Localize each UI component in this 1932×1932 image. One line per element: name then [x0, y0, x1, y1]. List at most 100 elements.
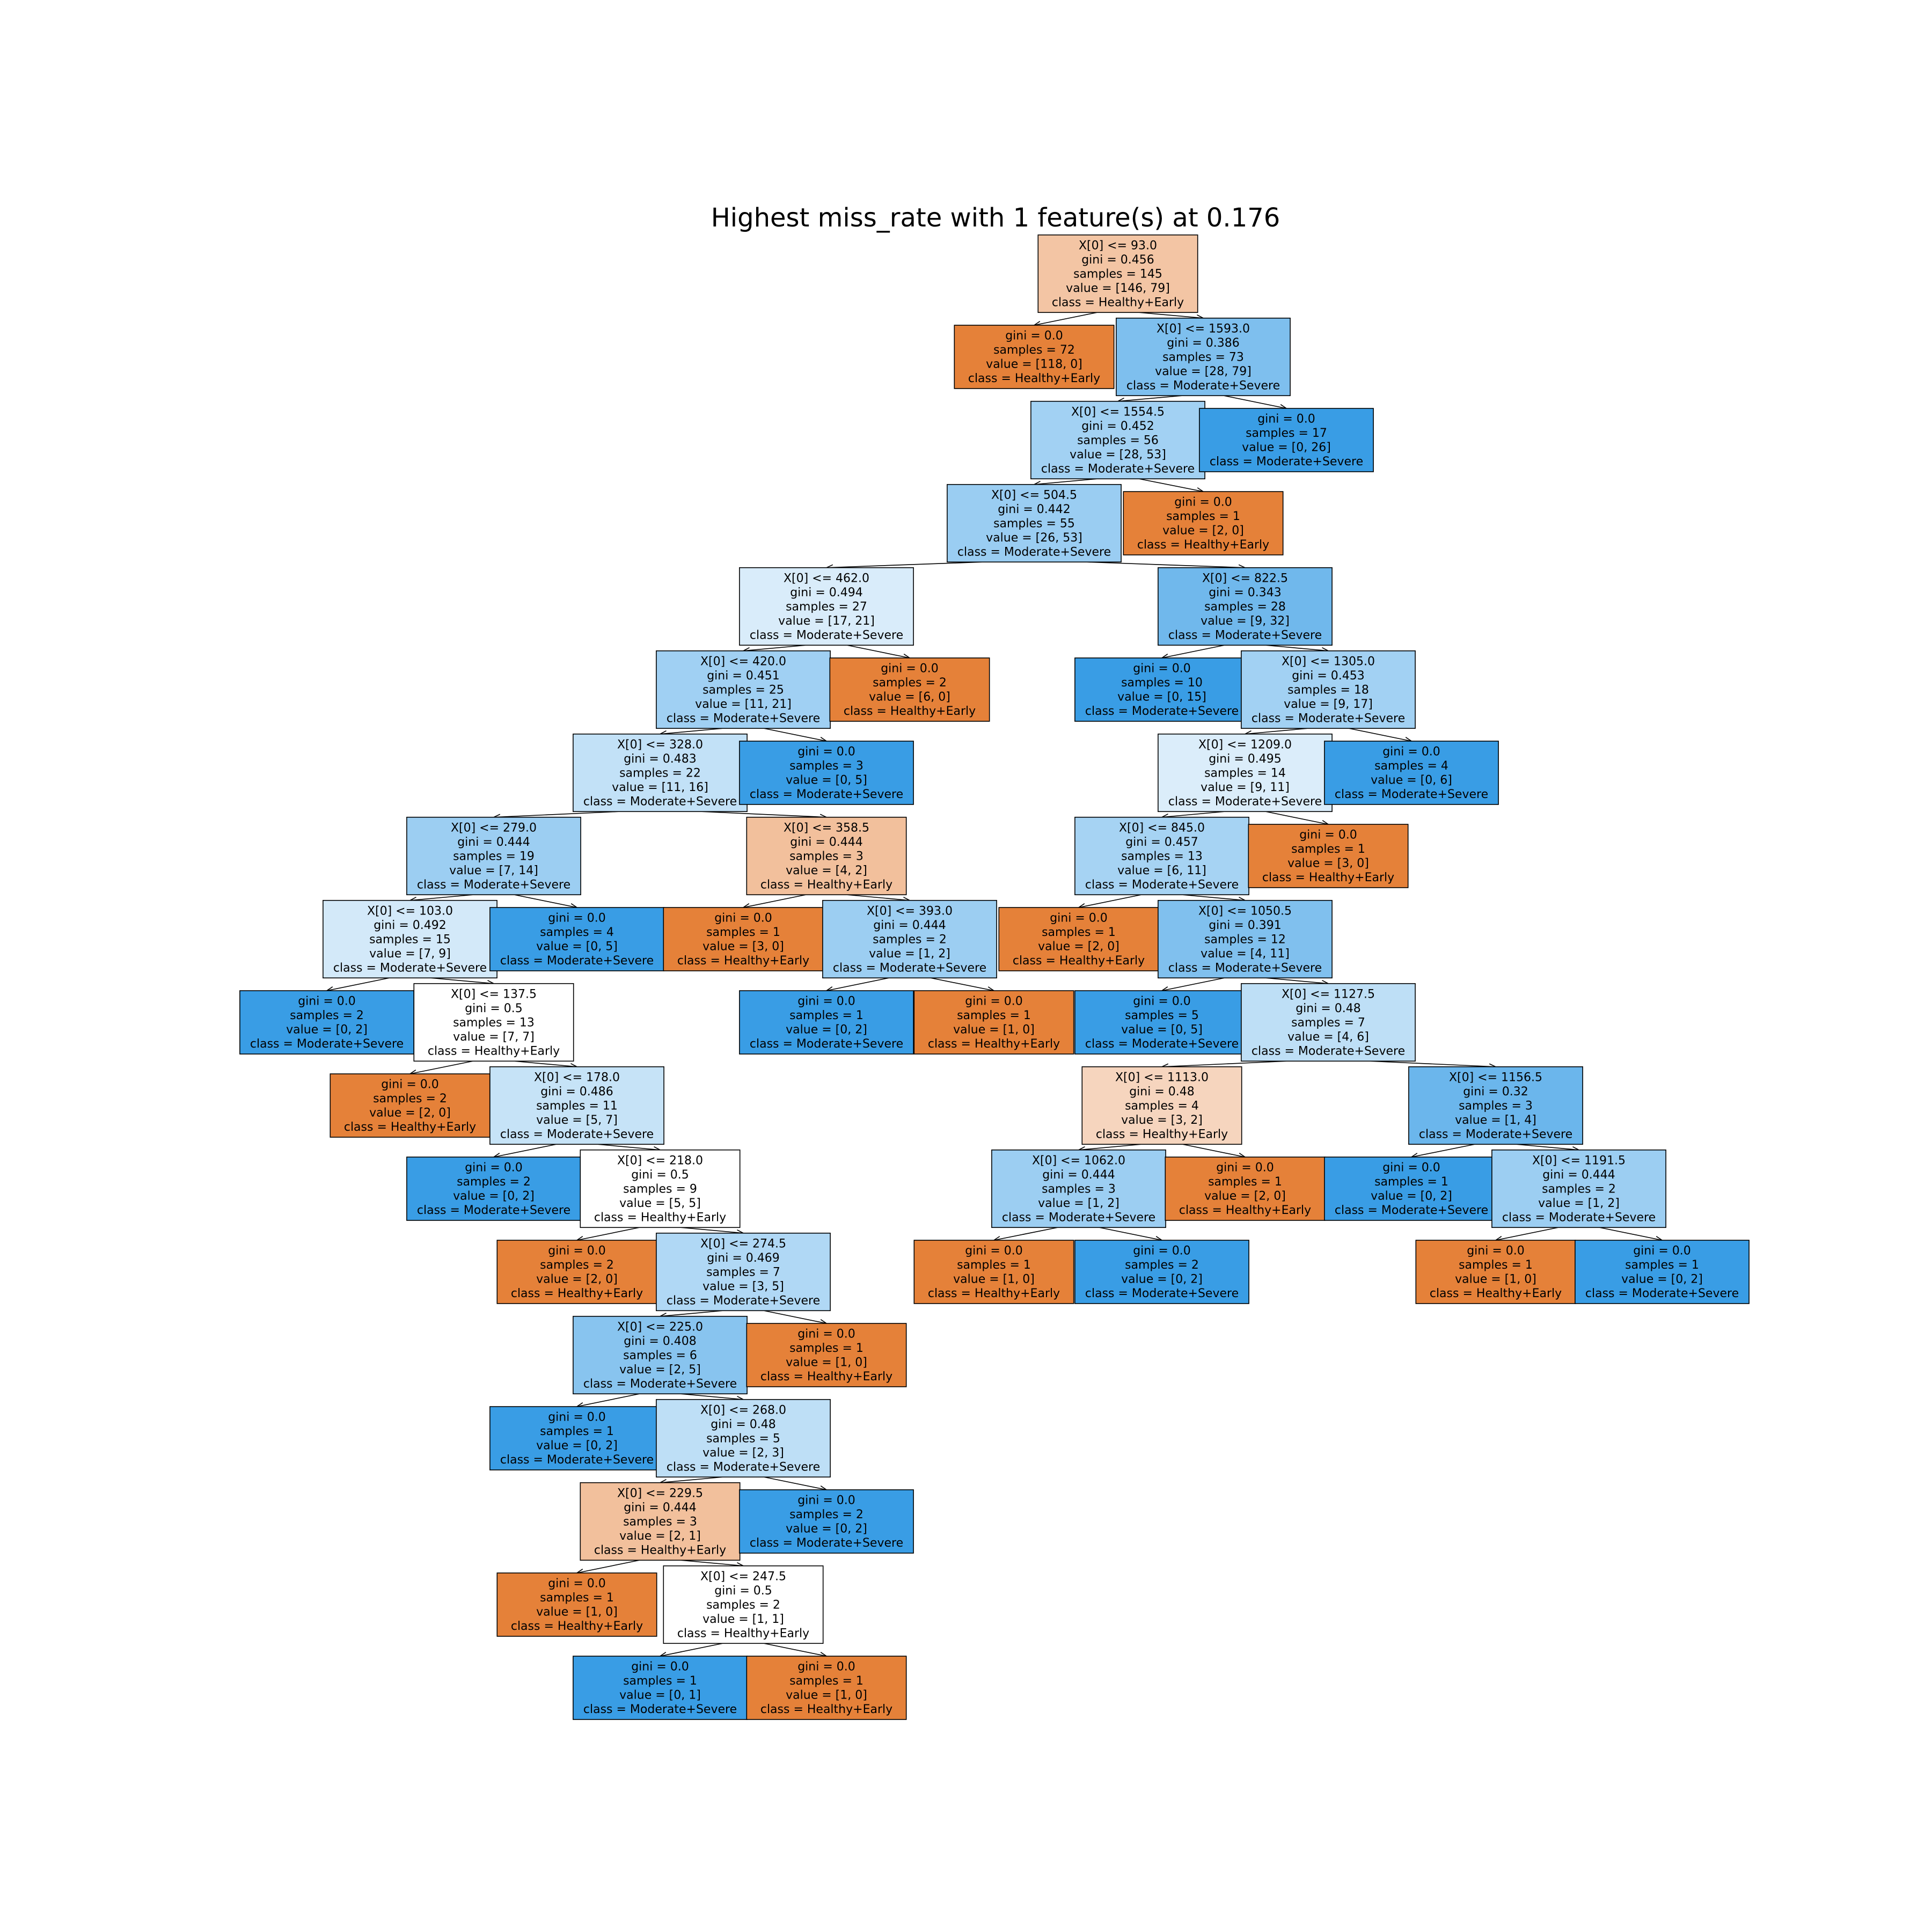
- tree-node-line: gini = 0.456: [1081, 253, 1154, 267]
- tree-node-line: samples = 2: [873, 933, 947, 946]
- tree-edge: [1161, 645, 1225, 658]
- tree-node-box: [746, 1323, 907, 1387]
- tree-edge: [576, 1393, 640, 1407]
- tree-node-line: value = [0, 2]: [1371, 1190, 1452, 1203]
- tree-node-line: class = Moderate+Severe: [750, 1037, 903, 1051]
- tree-node-line: class = Healthy+Early: [1013, 954, 1145, 968]
- tree-node-line: value = [6, 0]: [869, 691, 950, 704]
- tree-node-line: X[0] <= 229.5: [617, 1487, 703, 1500]
- tree-node-line: gini = 0.444: [1042, 1168, 1115, 1182]
- tree-node-line: samples = 56: [1077, 434, 1159, 447]
- tree-node-line: value = [0, 2]: [786, 1523, 867, 1536]
- tree-node-line: class = Healthy+Early: [1052, 296, 1184, 309]
- tree-node-line: class = Healthy+Early: [968, 372, 1100, 385]
- tree-node-line: value = [28, 79]: [1155, 365, 1252, 378]
- tree-node-line: value = [0, 2]: [453, 1190, 535, 1203]
- tree-edges: [325, 312, 1664, 1658]
- tree-node-line: gini = 0.0: [1133, 1245, 1191, 1258]
- tree-node-line: X[0] <= 1209.0: [1198, 738, 1292, 751]
- tree-node-line: class = Moderate+Severe: [333, 961, 487, 975]
- tree-edge: [764, 728, 827, 742]
- tree-node-box: [1415, 1240, 1576, 1304]
- tree-node-line: X[0] <= 1593.0: [1157, 322, 1250, 335]
- tree-node-line: class = Moderate+Severe: [1335, 1204, 1488, 1217]
- tree-node-line: gini = 0.0: [1216, 1161, 1274, 1175]
- tree-node-line: samples = 13: [453, 1016, 535, 1029]
- tree-node-line: samples = 3: [789, 759, 863, 773]
- tree-node-line: class = Moderate+Severe: [1085, 705, 1239, 718]
- tree-node-line: gini = 0.444: [790, 836, 863, 849]
- tree-node-box: [1199, 408, 1374, 472]
- tree-node-line: samples = 1: [1042, 926, 1116, 939]
- tree-node-box: [580, 1149, 741, 1228]
- tree-node-line: gini = 0.5: [465, 1002, 523, 1015]
- tree-node-line: value = [3, 5]: [702, 1280, 784, 1293]
- tree-node-line: X[0] <= 274.5: [700, 1237, 786, 1250]
- tree-node-line: class = Healthy+Early: [760, 1703, 892, 1716]
- tree-node-line: class = Healthy+Early: [428, 1044, 560, 1058]
- tree-node-box: [913, 1240, 1074, 1304]
- tree-node-line: X[0] <= 268.0: [700, 1403, 786, 1417]
- tree-node-line: gini = 0.0: [1050, 912, 1108, 925]
- tree-node-box: [1324, 741, 1499, 805]
- tree-node-box: [739, 567, 914, 646]
- tree-node-line: class = Moderate+Severe: [1252, 1044, 1405, 1058]
- tree-node-line: class = Moderate+Severe: [1252, 712, 1405, 725]
- tree-node-line: value = [28, 53]: [1070, 448, 1166, 462]
- tree-node-box: [739, 741, 914, 805]
- tree-edge: [660, 728, 723, 735]
- tree-node-line: value = [0, 6]: [1371, 774, 1452, 787]
- tree-node-line: gini = 0.0: [797, 1328, 855, 1341]
- tree-node-box: [1123, 491, 1284, 555]
- tree-edge: [1078, 1144, 1141, 1151]
- tree-node-line: samples = 1: [1374, 1175, 1448, 1189]
- tree-edge: [1265, 977, 1329, 984]
- tree-node-line: gini = 0.48: [711, 1418, 776, 1431]
- tree-node-box: [573, 1315, 748, 1395]
- tree-node-line: gini = 0.391: [1209, 919, 1282, 932]
- tree-node-line: value = [0, 5]: [786, 774, 867, 787]
- tree-node-line: gini = 0.0: [381, 1078, 439, 1092]
- tree-node-line: value = [1, 0]: [786, 1689, 867, 1702]
- tree-edge: [1161, 977, 1225, 991]
- tree-node-line: class = Moderate+Severe: [1126, 379, 1280, 392]
- tree-edge: [847, 645, 910, 658]
- tree-node-box: [496, 1572, 657, 1637]
- diagram-title: Highest miss_rate with 1 feature(s) at 0…: [711, 203, 1280, 233]
- tree-node-line: samples = 1: [1291, 843, 1365, 856]
- tree-node-line: samples = 1: [789, 1674, 863, 1688]
- tree-node-line: value = [1, 2]: [1038, 1197, 1119, 1210]
- tree-edge: [514, 1060, 577, 1067]
- tree-edge: [743, 894, 806, 908]
- tree-node-line: X[0] <= 1554.5: [1071, 405, 1165, 419]
- tree-node-line: X[0] <= 1305.0: [1282, 655, 1375, 668]
- tree-node-line: value = [0, 2]: [536, 1439, 618, 1453]
- tree-edge: [597, 1144, 661, 1151]
- tree-node-box: [573, 1656, 748, 1720]
- tree-node-line: samples = 1: [623, 1674, 697, 1688]
- tree-node-box: [739, 1489, 914, 1554]
- tree-edge: [493, 1144, 557, 1158]
- tree-node-line: X[0] <= 137.5: [451, 987, 537, 1001]
- tree-node-line: class = Moderate+Severe: [583, 1703, 737, 1716]
- tree-node-line: class = Moderate+Severe: [1502, 1211, 1656, 1224]
- tree-node-line: gini = 0.453: [1292, 669, 1365, 683]
- tree-node-line: value = [7, 7]: [453, 1030, 535, 1044]
- tree-edge: [680, 1227, 744, 1234]
- tree-edge: [1411, 1144, 1475, 1158]
- tree-edge: [701, 811, 827, 818]
- tree-node-box: [998, 907, 1159, 971]
- tree-node-line: samples = 7: [1291, 1016, 1365, 1029]
- tree-node-line: samples = 7: [706, 1265, 780, 1279]
